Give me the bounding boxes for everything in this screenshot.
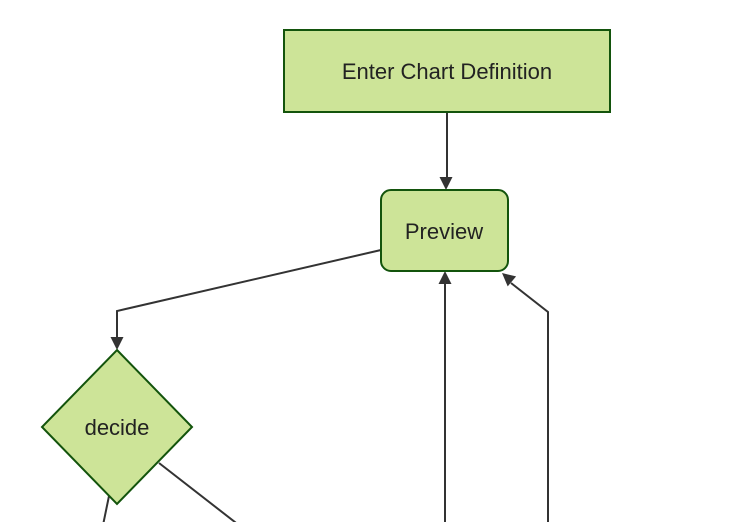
node-preview: Preview (380, 189, 509, 272)
arrowhead-into-preview-corner-icon (502, 273, 517, 287)
node-decide-shape (40, 348, 194, 506)
node-preview-label: Preview (405, 219, 483, 244)
arrowhead-into-decide-top-icon (110, 337, 124, 350)
node-decide: decide (40, 348, 194, 506)
edge-decide-to-offscreen-right (158, 462, 237, 522)
node-decide-label: decide (85, 415, 150, 440)
node-enter-chart-definition-label: Enter Chart Definition (342, 59, 552, 84)
edge-decide-to-offscreen-left (102, 495, 110, 522)
node-preview-shape (380, 189, 509, 272)
edge-offscreen-to-preview-bent (510, 282, 549, 522)
node-enter-chart-definition-shape (283, 29, 611, 113)
node-enter-chart-definition: Enter Chart Definition (283, 29, 611, 113)
arrowhead-into-preview-bottom-icon (438, 271, 452, 284)
arrowhead-into-preview-top-icon (439, 177, 453, 190)
edge-preview-to-decide (116, 249, 382, 338)
